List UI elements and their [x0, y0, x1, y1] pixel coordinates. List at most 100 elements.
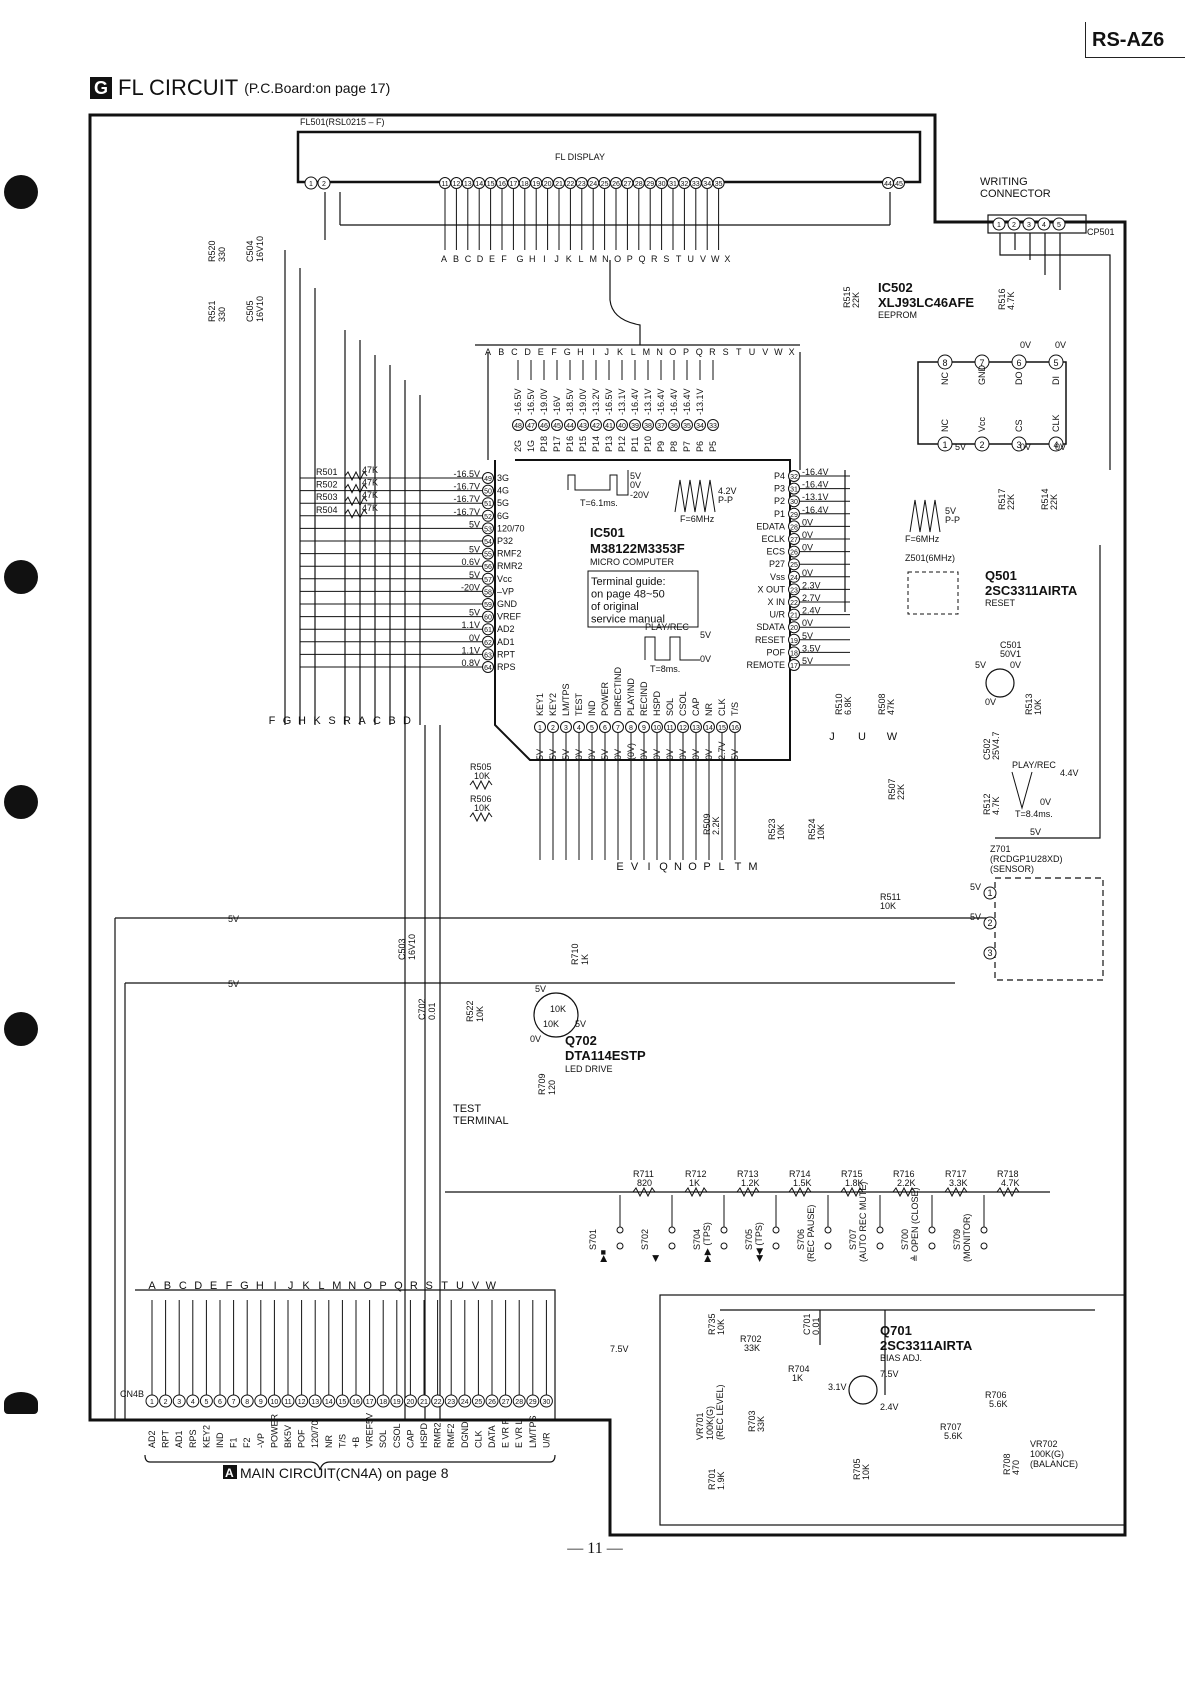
wave2-pp: P-P [718, 495, 733, 505]
ic501-right-volt-19: 5V [802, 631, 813, 641]
wave3-label: PLAY/REC [645, 622, 689, 632]
ic501-right-pin-name-23: X OUT [757, 584, 785, 594]
wave-6mhz-amp: 5V [945, 506, 956, 516]
ic501-right-pin-24 [788, 570, 800, 583]
ic-top-bus-letter-X: X [789, 347, 795, 357]
ic501-left-pin-53 [482, 522, 494, 535]
cn4b-name-4: RPS [188, 1429, 198, 1448]
writing-connector-pin-5 [1052, 217, 1066, 231]
ic501-left-pin-56 [482, 560, 494, 573]
r709-ref: R709 [537, 1073, 547, 1095]
switch-contact-top-S709 [980, 1226, 988, 1234]
resistor-ladder: R711820R7121KR7131.2KR7141.5KR7151.8KR71… [632, 1169, 1020, 1198]
cn4b-letter-D: D [194, 1280, 202, 1292]
ic501-right-pin-23 [788, 583, 800, 596]
wiring [88, 113, 1127, 1537]
ic502-pin-name-5: DI [1051, 376, 1061, 385]
z701-volt-2: 5V [970, 912, 981, 922]
bias-part-value-R704: 1K [792, 1373, 803, 1383]
bias-part-ref-R701: R701 [707, 1468, 717, 1490]
wave-6mhz [909, 499, 941, 533]
ic501-top-pin-name-44: P16 [565, 436, 575, 452]
ladder-value-R715: 1.8K [845, 1178, 864, 1188]
ic501-top-pin-48 [512, 419, 524, 431]
ladder-symbol-R711 [632, 1186, 656, 1198]
playrec-wave [1011, 771, 1033, 810]
ladder-ref-R712: R712 [685, 1169, 707, 1179]
mid-res-ref-R523: R523 [767, 818, 777, 840]
ladder-symbol-R712 [684, 1186, 708, 1198]
switch-contact-top-S705 [772, 1226, 780, 1234]
ic-top-bus-letter-B: B [498, 347, 504, 357]
ic501-right-pin-num-32: 32 [790, 474, 798, 481]
ic501-guide-box [587, 570, 699, 628]
model-number: RS-AZ6 [1085, 22, 1185, 58]
ic501-bottom-pin-16 [729, 721, 741, 733]
left-comp-ref-C505: C505 [245, 300, 255, 322]
right-part-ref-C501: C501 [1000, 640, 1022, 650]
cn4b-name-1: AD2 [147, 1430, 157, 1448]
ic501-bottom-pin-label-6: 6 [603, 725, 607, 732]
ic501-bottom-pin-label-4: 4 [577, 725, 581, 732]
bias-in-label: 7.5V [610, 1344, 629, 1354]
ic501-top-pin-name-37: P9 [656, 441, 666, 452]
ic501-bottom-pin-label-8: 8 [629, 725, 633, 732]
vr702-ref: VR702 [1030, 1439, 1058, 1449]
switch-contact-top-S704 [720, 1226, 728, 1234]
ic501-right-pin-25 [788, 558, 800, 571]
mid-res-value-R523: 10K [776, 824, 786, 840]
playrec-low: 0V [1040, 797, 1051, 807]
ic501-bottom-pin-11 [664, 721, 676, 733]
writing-connector-pin-label-5: 5 [1057, 222, 1061, 229]
cn4b-name-22: RMR2 [433, 1422, 443, 1448]
ic501-bottom-pin-name-6: POWER [600, 681, 610, 716]
fl-pin-label-33: 33 [692, 181, 700, 188]
ic501-top-pin-38 [642, 419, 654, 431]
z501-body [907, 571, 959, 615]
ic502-pin-2 [974, 436, 990, 452]
left-comp-value-C505: 16V10 [255, 296, 265, 322]
mid-res-ref-R505: R505 [470, 762, 492, 772]
ic501-left-pin-name-54: P32 [497, 536, 513, 546]
ic501-right-pin-num-20: 20 [790, 625, 798, 632]
right-part-value-R510: 6.8K [843, 696, 853, 715]
left-bus-letter-G: G [283, 715, 292, 727]
q501-part: 2SC3311AIRTA [985, 583, 1078, 598]
z701-body [994, 877, 1104, 981]
fl-pin-label-18: 18 [521, 181, 529, 188]
ic501-bottom-pin-10 [651, 721, 663, 733]
fl-pin-label-28: 28 [635, 181, 643, 188]
ic501-bottom-pin-label-13: 13 [692, 725, 700, 732]
ic-top-bus-letter-R: R [709, 347, 716, 357]
mid-res-symbol-R505 [469, 779, 493, 791]
fl-pin-label-17: 17 [510, 181, 518, 188]
writing-connector-pin-label-2: 2 [1012, 222, 1016, 229]
writing-connector-pin-label-4: 4 [1042, 222, 1046, 229]
ic501-right-volt-27: 0V [802, 530, 813, 540]
ic501-right-pin-26 [788, 545, 800, 558]
wave-6mhz-pp: P-P [945, 515, 960, 525]
q702-rin: 10K [550, 1004, 566, 1014]
r710-ref: R710 [570, 943, 580, 965]
ic501-top-pin-name-39: P11 [630, 437, 640, 452]
bias-part-value-R708: 470 [1011, 1460, 1021, 1475]
left-res-value-R502: 47K [362, 478, 378, 488]
ic501-right-volt-30: -13.1V [802, 492, 829, 502]
ic501-top-volt-42: -13.2V [591, 388, 601, 415]
z701-pin-label-3: 3 [987, 948, 992, 958]
ladder-value-R711: 820 [637, 1178, 652, 1188]
ic501-right-pin-name-30: P2 [774, 496, 785, 506]
z701-pin-label-2: 2 [987, 918, 992, 928]
ic-top-bus-letter-P: P [683, 347, 689, 357]
mid-res-value-R509: 2.2K [711, 816, 721, 835]
ic501-top-volt-48: -16.5V [513, 388, 523, 415]
ladder-ref-R715: R715 [841, 1169, 863, 1179]
z501-label: Z501(6MHz) [905, 553, 955, 563]
ic501-top-pin-label-45: 45 [553, 423, 561, 430]
ic501-right-pin-num-24: 24 [790, 575, 798, 582]
right-part-ref-R514: R514 [1040, 488, 1050, 510]
